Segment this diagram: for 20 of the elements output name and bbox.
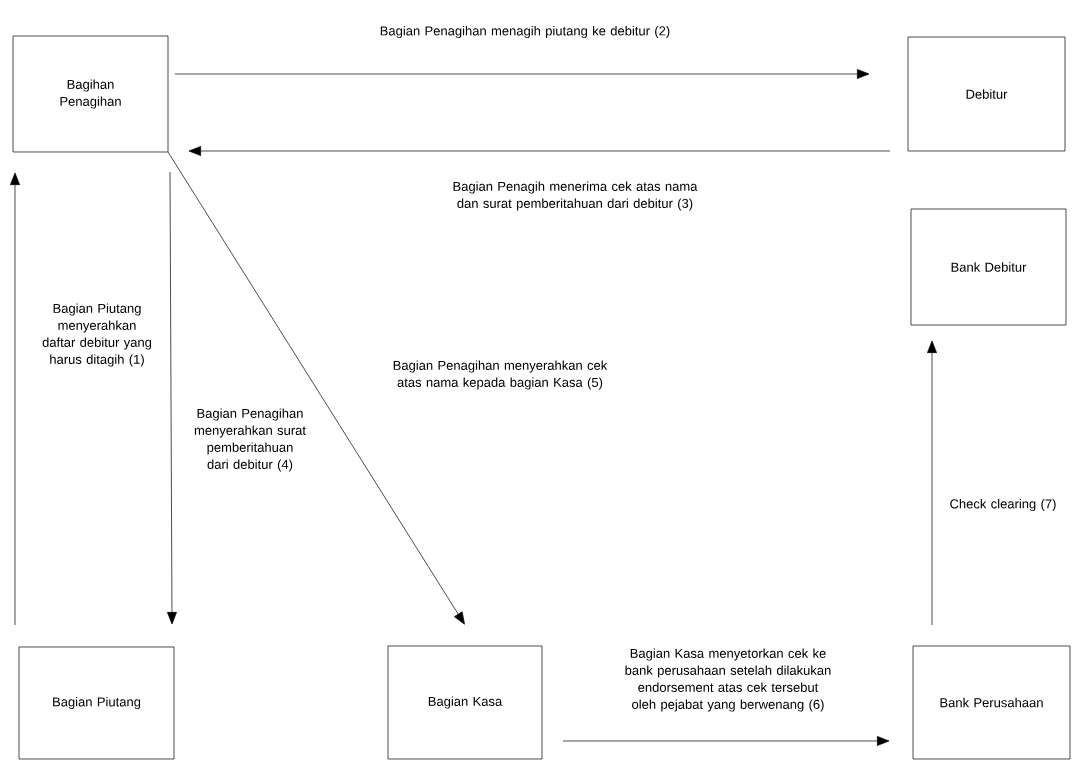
process-box: Bagian Piutang bbox=[18, 646, 175, 760]
arrow bbox=[10, 172, 20, 626]
edge-label: Bagian Penagihan menyerahkan surat pemberitahuan dari debitur (4) bbox=[194, 408, 306, 472]
process-box: Bank Perusahaan bbox=[912, 645, 1071, 760]
arrow bbox=[927, 340, 937, 626]
edge-label: Bagian Penagihan menyerahkan cek atas nama kepada bagian Kasa (5) bbox=[393, 360, 608, 390]
arrow bbox=[167, 151, 465, 625]
arrow bbox=[167, 171, 177, 625]
process-box: Debitur bbox=[907, 36, 1066, 152]
process-box: Bagian Kasa bbox=[387, 645, 543, 760]
edge-label: Bagian Penagih menerima cek atas nama dan surat pemberitahuan dari debitur (3) bbox=[453, 181, 698, 211]
arrow bbox=[562, 736, 890, 746]
process-box: Bagihan Penagihan bbox=[12, 35, 169, 153]
edge-label: Bagian Kasa menyetorkan cek ke bank perusahaan setelah dilakukan endorsement atas cek tersebut oleh pejabat yang berwenang (6) bbox=[625, 648, 831, 712]
edge-label: Bagian Piutang menyerahkan daftar debitur yang harus ditagih (1) bbox=[42, 303, 152, 367]
edge-label: Check clearing (7) bbox=[950, 498, 1056, 512]
process-box: Bank Debitur bbox=[910, 208, 1067, 326]
edge-label: Bagian Penagihan menagih piutang ke debitur (2) bbox=[380, 25, 670, 39]
arrow bbox=[188, 146, 891, 156]
arrow bbox=[174, 69, 870, 79]
